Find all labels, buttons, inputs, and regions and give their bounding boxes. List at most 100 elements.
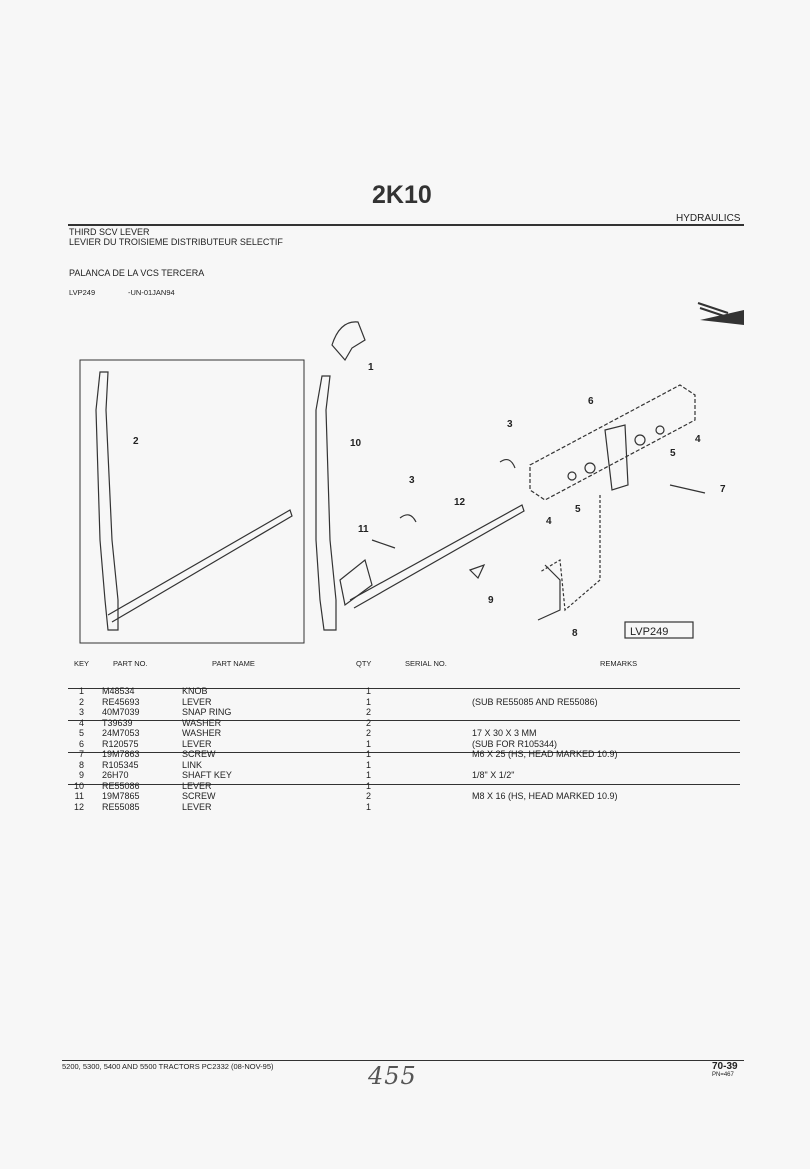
part-no-cell: RE55085 [102,801,140,812]
qty-cell: 1 [366,696,372,707]
category-label: HYDRAULICS [676,213,741,224]
callout-3: 3 [409,475,415,486]
col-serial-no: SERIAL NO. [405,659,447,668]
part-no-cell: M48534 [102,686,135,696]
table-row: 12 RE55085 LEVER 1 [68,802,740,813]
qty-cell: 1 [366,738,372,749]
qty-cell: 1 [366,780,372,791]
table-rule [68,784,740,785]
callout-2: 2 [133,436,139,447]
col-remarks: REMARKS [600,659,638,668]
part-no-cell: 19M7865 [102,791,140,801]
key-cell: 9 [78,770,84,780]
table-row: 1 M48534 KNOB 1 [68,686,740,697]
part-no-cell: 19M7863 [102,749,140,759]
part-name-cell: LINK [182,759,203,770]
key-cell: 7 [78,749,84,759]
callout-5: 5 [575,504,581,515]
remarks-cell: 1/8" X 1/2" [472,770,515,780]
part-name-cell: WASHER [182,717,222,728]
table-row: 2 RE45693 LEVER 1 (SUB RE55085 AND RE55086) [68,697,740,708]
table-rule [68,752,740,753]
qty-cell: 1 [366,770,372,780]
key-cell: 2 [78,696,84,707]
qty-cell: 2 [366,707,372,717]
part-name-cell: SCREW [182,791,216,801]
part-no-cell: 40M7039 [102,707,140,717]
table-rule [68,720,740,721]
key-cell: 6 [78,738,84,749]
qty-cell: 1 [366,749,372,759]
table-row: 3 40M7039 SNAP RING 2 [68,707,740,718]
key-cell: 1 [78,686,84,696]
illustration-date: -UN-01JAN94 [128,288,175,297]
callouts: 1 2 10 3 3 12 11 9 8 6 4 5 4 5 7 [133,362,726,639]
remarks-cell: (SUB RE55085 AND RE55086) [472,696,598,707]
table-rule [68,688,740,689]
key-cell: 4 [78,717,84,728]
part-no-cell: 24M7053 [102,728,140,738]
callout-3: 3 [507,419,513,430]
table-row: 7 19M7863 SCREW 1 M6 X 25 (HS, HEAD MARKED 1… [68,749,740,760]
table-row: 9 26H70 SHAFT KEY 1 1/8" X 1/2" [68,770,740,781]
col-part-no: PART NO. [113,659,148,668]
callout-6: 6 [588,396,594,407]
key-cell: 11 [74,791,84,801]
part-no-cell: R105345 [102,759,139,770]
lever-10 [315,375,525,631]
callout-11: 11 [358,524,369,535]
title-french: LEVIER DU TROISIEME DISTRIBUTEUR SELECTI… [69,237,283,247]
part-name-cell: SNAP RING [182,707,232,717]
col-qty: QTY [356,659,372,668]
part-no-cell: 26H70 [102,770,129,780]
exploded-diagram: 1 2 10 3 3 12 11 9 8 6 4 5 4 5 7 LVP249 [79,302,744,644]
part-name-cell: LEVER [182,696,212,707]
callout-4: 4 [695,434,701,445]
remarks-cell: (SUB FOR R105344) [472,738,558,749]
part-no-cell: T39639 [102,717,133,728]
part-name-cell: LEVER [182,801,212,812]
handwritten-number: 455 [368,1062,417,1090]
callout-8: 8 [572,628,578,639]
lever-assembly [371,384,706,621]
qty-cell: 1 [366,686,372,696]
remarks-cell: 17 X 30 X 3 MM [472,728,537,738]
callout-9: 9 [488,595,494,606]
title-english: THIRD SCV LEVER [69,227,150,237]
table-row: 8 R105345 LINK 1 [68,760,740,771]
part-name-cell: KNOB [182,686,208,696]
lever-2 [95,371,293,631]
callout-7: 7 [720,484,726,495]
remarks-cell: M6 X 25 (HS, HEAD MARKED 10.9) [472,749,618,759]
key-cell: 12 [73,801,84,812]
direction-arrow-icon [697,302,744,325]
part-name-cell: SHAFT KEY [182,770,232,780]
part-no-cell: RE55086 [102,780,140,791]
key-cell: 10 [73,780,84,791]
part-name-cell: SCREW [182,749,216,759]
illustration-id-box [624,621,694,639]
key-cell: 5 [78,728,84,738]
col-key: KEY [74,659,90,668]
part-name-cell: LEVER [182,738,212,749]
key-cell: 3 [78,707,84,717]
qty-cell: 1 [366,759,372,770]
qty-cell: 2 [366,717,372,728]
qty-cell: 2 [366,728,372,738]
part-name-cell: WASHER [182,728,222,738]
pn-number: PN=467 [712,1072,734,1078]
callout-10: 10 [350,438,362,449]
col-part-name: PART NAME [212,659,255,668]
table-row: 5 24M7053 WASHER 2 17 X 30 X 3 MM [68,728,740,739]
part-name-cell: LEVER [182,780,212,791]
key-cell: 8 [78,759,84,770]
remarks-cell: M8 X 16 (HS, HEAD MARKED 10.9) [472,791,618,801]
part-no-cell: R120575 [102,738,139,749]
table-row: 10 RE55086 LEVER 1 [68,781,740,792]
part-no-cell: RE45693 [102,696,140,707]
knob-1 [331,321,366,362]
qty-cell: 1 [366,801,372,812]
illustration-id: LVP249 [630,626,668,638]
